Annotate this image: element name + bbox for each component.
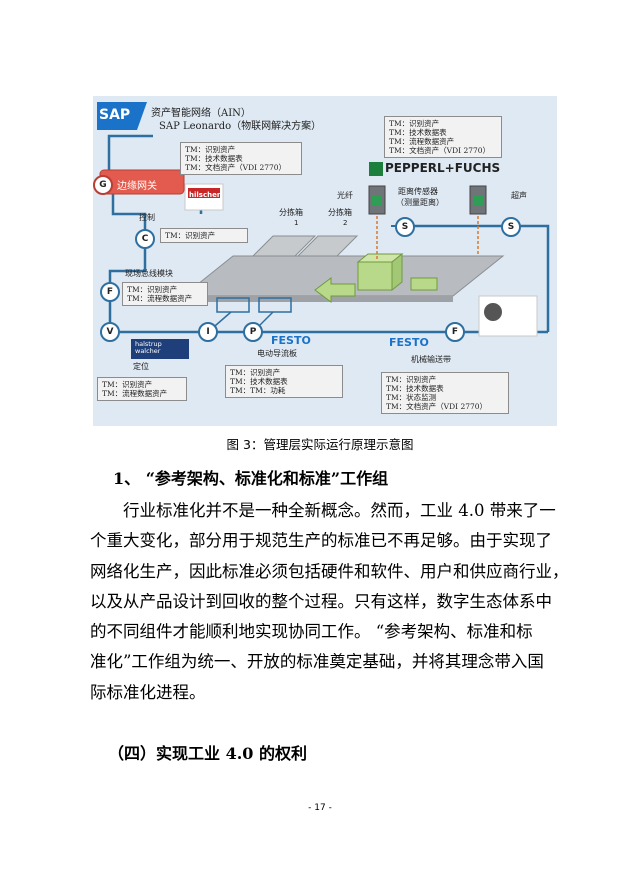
tm-box-conveyor: TM：识别资产 TM：技术数据表 TM：状态监测 TM：文档资产（VDI 277…	[381, 372, 509, 414]
node-v: V	[100, 322, 120, 342]
tm-box-fieldbus: TM：识别资产 TM：流程数据资产	[122, 282, 208, 306]
node-p: P	[243, 322, 263, 342]
paragraph-line: 行业标准化并不是一种全新概念。然而，工业 4.0 带来了一	[123, 501, 556, 520]
page-number: - 17 -	[308, 803, 332, 813]
body-paragraph: 行业标准化并不是一种全新概念。然而，工业 4.0 带来了一 个重大变化，部分用于…	[90, 496, 569, 708]
paragraph-line: 的不同组件才能顺利地实现协同工作。 “参考架构、标准和标	[90, 622, 533, 642]
section-heading: 1、 “参考架构、标准化和标准”工作组	[113, 469, 389, 488]
tm-box-position: TM：识别资产 TM：流程数据资产	[97, 377, 187, 401]
branch1-label: 分拣箱	[279, 208, 303, 217]
node-i: I	[198, 322, 218, 342]
conveyor-belt-edge	[183, 296, 453, 302]
guide-plate-1	[216, 297, 250, 313]
edge-gateway-label: 边缘网关	[117, 181, 157, 192]
subheading: （四）实现工业 4.0 的权利	[108, 744, 307, 763]
figure-drawing	[97, 102, 550, 359]
node-f1: F	[100, 282, 120, 302]
festo-logo-2: FESTO	[389, 336, 429, 349]
crate-large	[357, 261, 393, 291]
bus-line-right	[409, 224, 550, 332]
branch2-number: 2	[343, 219, 348, 227]
crate-small	[410, 277, 438, 291]
ultrasonic-label: 超声	[511, 191, 527, 200]
node-s1: S	[395, 217, 415, 237]
tm-box-sensor: TM：识别资产 TM：技术数据表 TM：流程数据资产 TM：文档资产（VDI 2…	[384, 116, 502, 158]
paragraph-line: 准化”工作组为统一、开放的标准奠定基础，并将其理念带入国	[90, 652, 544, 672]
halstrup-logo-icon	[131, 339, 189, 359]
festo-logo-1: FESTO	[271, 334, 311, 347]
paragraph-line: 际标准化进程。	[90, 682, 206, 702]
leonardo-title: SAP Leonardo（物联网解决方案）	[159, 121, 322, 132]
control-label: 控制	[139, 213, 155, 222]
ain-title: 资产智能网络（AIN）	[151, 108, 251, 119]
branch-chute-2	[296, 235, 359, 257]
guide-plate-2	[258, 297, 292, 313]
paragraph-line: 个重大变化，部分用于规范生产的标准已不再足够。由于实现了	[90, 531, 552, 551]
pepperl-logo-icon	[369, 162, 383, 176]
conveyor-label: 机械输送带	[411, 355, 451, 364]
node-f2: F	[445, 322, 465, 342]
branch1-number: 1	[294, 219, 299, 227]
distance-sensor-sublabel: （测量距离）	[396, 198, 444, 207]
tm-box-gateway: TM：识别资产 TM：技术数据表 TM：文档资产（VDI 2770）	[180, 142, 302, 175]
bus-line-control	[111, 194, 147, 239]
distance-sensor-label: 距离传感器	[398, 187, 438, 196]
figure-caption: 图 3：管理层实际运行原理示意图	[226, 437, 414, 452]
sap-logo-icon	[97, 102, 147, 130]
halstrup-logo-text: halstrup walcher	[135, 340, 162, 355]
direction-arrow	[314, 277, 356, 303]
node-c: C	[135, 229, 155, 249]
fiber-label: 光纤	[337, 191, 353, 200]
branch-chute-1	[251, 235, 317, 257]
fieldbus-label: 现场总线模块	[125, 269, 173, 278]
paragraph-line: 网络化生产，因此标准必须包括硬件和软件、用户和供应商行业，	[90, 561, 569, 581]
guide-label: 电动导流板	[257, 349, 297, 358]
hilscher-logo-text: hilscher	[189, 191, 221, 199]
architecture-figure: SAP 资产智能网络（AIN） SAP Leonardo（物联网解决方案） G …	[93, 96, 557, 426]
tm-box-guide: TM：识别资产 TM：技术数据表 TM：TM：功耗	[225, 365, 343, 398]
paragraph-line: 以及从产品设计到回收的整个过程。只有这样，数字生态体系中	[90, 591, 552, 611]
position-label: 定位	[133, 362, 149, 371]
tm-box-control: TM：识别资产	[160, 228, 248, 243]
node-s2: S	[501, 217, 521, 237]
branch2-label: 分拣箱	[328, 208, 352, 217]
sap-logo-text: SAP	[99, 107, 131, 123]
node-g: G	[93, 175, 113, 195]
pepperl-logo-text: PEPPERL+FUCHS	[385, 161, 501, 175]
